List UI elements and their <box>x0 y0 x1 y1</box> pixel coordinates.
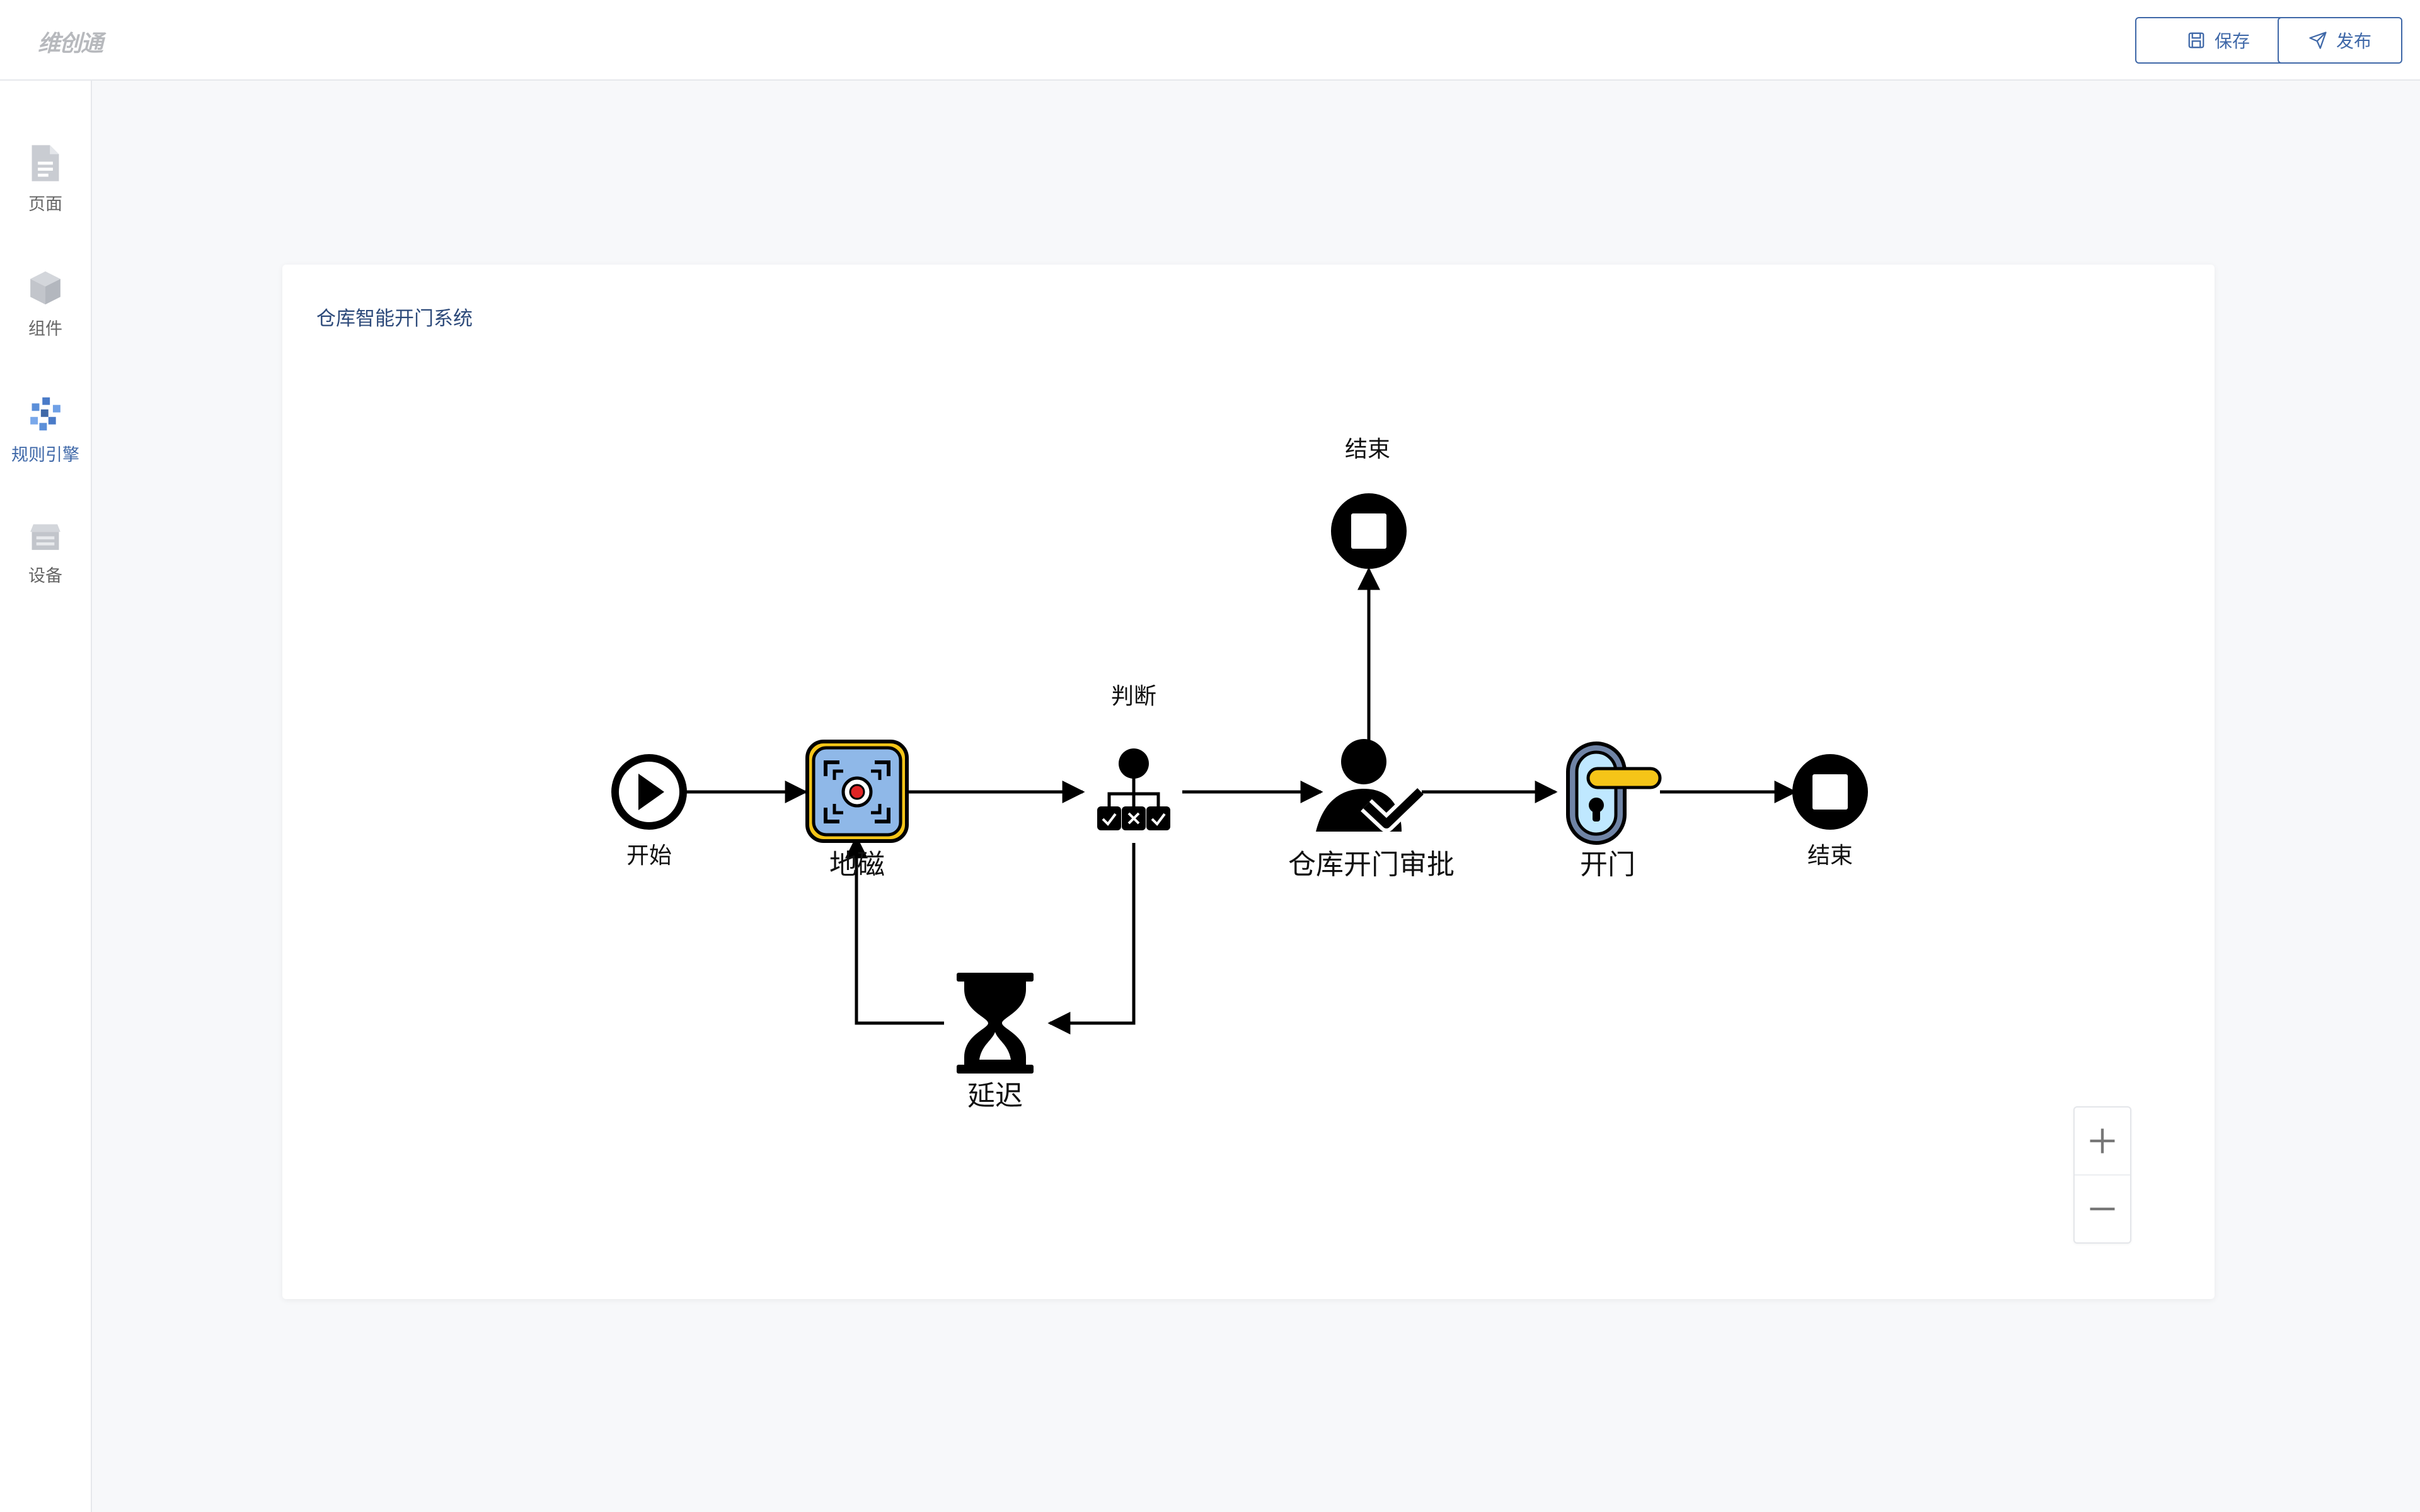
user-approval-icon <box>1316 739 1427 832</box>
node-label-geomagnetic: 地磁 <box>829 849 885 881</box>
play-icon <box>638 774 664 810</box>
app-logo: 维创通 <box>38 31 103 57</box>
node-label-open-door: 开门 <box>1580 849 1635 881</box>
node-label-delay: 延迟 <box>967 1080 1023 1112</box>
node-end-top[interactable]: 结束 <box>1331 437 1407 569</box>
node-label-end-top: 结束 <box>1345 437 1390 462</box>
node-open-door[interactable]: 开门 <box>1566 742 1662 881</box>
node-label-approval: 仓库开门审批 <box>1288 849 1455 881</box>
hourglass-icon <box>957 973 1034 1074</box>
sidebar-item-devices[interactable]: 设备 <box>0 515 91 587</box>
decision-tree-icon <box>1097 748 1170 830</box>
sidebar-item-label: 组件 <box>28 319 62 339</box>
node-label-decision: 判断 <box>1111 684 1156 709</box>
node-approval[interactable]: 仓库开门审批 <box>1288 739 1455 881</box>
minus-icon <box>2090 1207 2115 1211</box>
save-button[interactable]: 保存 <box>2135 17 2302 64</box>
zoom-in-button[interactable] <box>2075 1108 2130 1176</box>
send-icon <box>2309 32 2327 49</box>
flow-canvas[interactable]: 开始 地磁 判断 <box>282 265 2215 1299</box>
node-start[interactable]: 开始 <box>611 754 687 869</box>
top-bar: 维创通 保存 发布 <box>0 0 2420 81</box>
connector-decision-to-delay[interactable] <box>1047 843 1136 1034</box>
plus-icon <box>2090 1128 2115 1154</box>
node-geomagnetic[interactable]: 地磁 <box>805 740 909 881</box>
sidebar-item-pages[interactable]: 页面 <box>0 144 91 215</box>
node-label-start: 开始 <box>626 843 672 869</box>
connector-delay-to-geomagnetic[interactable] <box>845 835 944 1025</box>
sidebar: 页面 组件 规则引擎 设备 <box>0 81 92 1512</box>
save-button-label: 保存 <box>2214 31 2250 52</box>
rule-engine-icon <box>30 397 60 431</box>
file-icon <box>32 145 59 181</box>
geomagnetic-sensor-icon <box>805 740 909 843</box>
sidebar-item-label: 规则引擎 <box>11 445 79 465</box>
sidebar-item-label: 设备 <box>28 566 62 586</box>
node-label-end-right: 结束 <box>1807 843 1853 869</box>
device-icon <box>30 524 60 550</box>
node-decision[interactable]: 判断 <box>1097 684 1170 830</box>
flow-title: 仓库智能开门系统 <box>316 307 473 330</box>
cube-icon <box>30 271 60 305</box>
node-end-right[interactable]: 结束 <box>1792 754 1868 869</box>
door-lock-icon <box>1566 742 1662 845</box>
zoom-controls <box>2073 1106 2131 1244</box>
node-delay[interactable]: 延迟 <box>957 973 1034 1112</box>
sidebar-item-label: 页面 <box>28 195 62 214</box>
save-icon <box>2188 32 2204 49</box>
publish-button-label: 发布 <box>2336 31 2371 52</box>
publish-button[interactable]: 发布 <box>2278 17 2402 64</box>
zoom-out-button[interactable] <box>2075 1176 2130 1242</box>
sidebar-item-components[interactable]: 组件 <box>0 268 91 340</box>
flow-canvas-card: 仓库智能开门系统 <box>282 265 2215 1299</box>
sidebar-item-rule-engine[interactable]: 规则引擎 <box>0 394 91 466</box>
